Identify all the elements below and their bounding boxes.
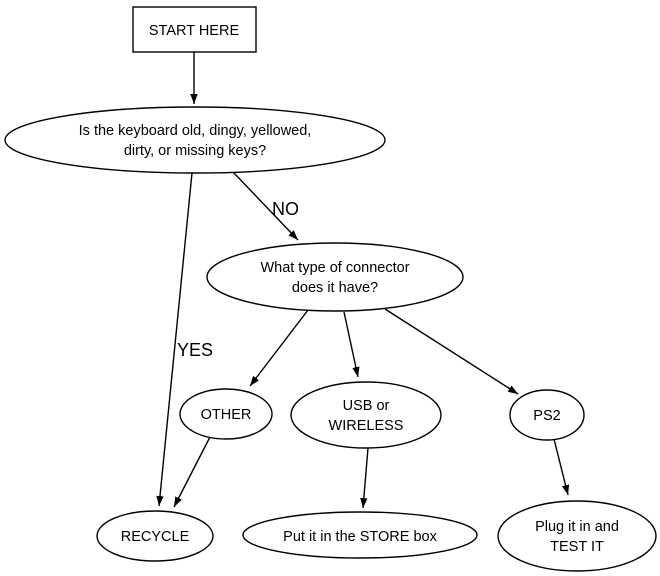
edge-connector-to-usb-wireless: [343, 311, 360, 378]
node-connector-question-line2: does it have?: [292, 280, 378, 296]
edge-keyboard-question-no: [232, 171, 299, 241]
node-connector-question-ellipse: [206, 242, 464, 312]
node-recycle-ellipse: [96, 510, 214, 562]
node-other-label: OTHER: [201, 407, 252, 423]
node-start-label: START HERE: [149, 23, 240, 39]
node-usb-wireless-line2: WIRELESS: [329, 418, 404, 434]
node-ps2-label: PS2: [533, 408, 560, 424]
edge-other-to-recycle: [173, 436, 211, 508]
node-connector-question-line1: What type of connector: [260, 260, 409, 276]
node-recycle-label: RECYCLE: [121, 529, 190, 545]
edge-connector-to-ps2: [384, 308, 519, 395]
node-other-ellipse: [179, 388, 273, 440]
node-test-line1: Plug it in and: [535, 519, 619, 535]
node-start-box: [132, 6, 257, 53]
node-usb-wireless: USB or WIRELESS: [290, 381, 442, 449]
node-keyboard-question-line2: dirty, or missing keys?: [124, 143, 266, 159]
edge-label-yes: YES: [177, 340, 213, 360]
edge-layer: [156, 52, 570, 509]
node-keyboard-question: Is the keyboard old, dingy, yellowed, di…: [4, 106, 386, 174]
node-recycle: RECYCLE: [96, 510, 214, 562]
node-test-line2: TEST IT: [550, 539, 604, 555]
node-usb-wireless-line1: USB or: [343, 398, 390, 414]
node-test: Plug it in and TEST IT: [497, 500, 657, 572]
node-keyboard-question-line1: Is the keyboard old, dingy, yellowed,: [79, 123, 312, 139]
node-connector-question: What type of connector does it have?: [206, 242, 464, 312]
edge-usb-wireless-to-store: [360, 447, 369, 509]
node-start: START HERE: [132, 6, 257, 53]
edge-keyboard-question-yes: [156, 172, 193, 507]
node-ps2: PS2: [509, 389, 585, 441]
edge-connector-to-other: [249, 309, 309, 387]
node-other: OTHER: [179, 388, 273, 440]
node-store-ellipse: [242, 511, 478, 559]
node-keyboard-question-ellipse: [4, 106, 386, 174]
node-ps2-ellipse: [509, 389, 585, 441]
node-usb-wireless-ellipse: [290, 381, 442, 449]
node-store: Put it in the STORE box: [242, 511, 478, 559]
edge-ps2-to-test: [553, 438, 570, 496]
node-store-label: Put it in the STORE box: [283, 529, 437, 545]
edge-label-no: NO: [272, 199, 299, 219]
node-test-ellipse: [497, 500, 657, 572]
